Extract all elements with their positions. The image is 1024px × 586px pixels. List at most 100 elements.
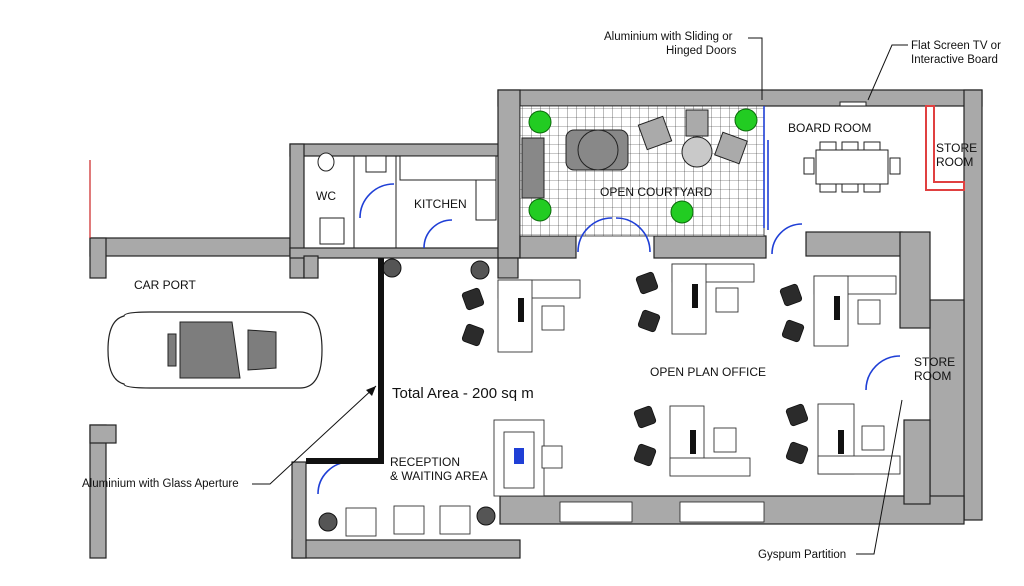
leader-flat-screen: [867, 44, 908, 101]
waiting-chair: [393, 505, 425, 535]
plant-icon: [476, 506, 496, 526]
store-partition-bottom: [903, 419, 931, 505]
note-partition: Gyspum Partition: [758, 549, 846, 561]
kitchen-sink: [475, 179, 497, 221]
plant-icon: [318, 512, 338, 532]
room-label-store-top-2: ROOM: [936, 155, 973, 169]
courtyard-furniture: [521, 109, 748, 199]
courtyard-bench: [521, 137, 545, 199]
round-table: [577, 129, 619, 171]
courtyard-door-1: [577, 217, 613, 253]
plant-icon: [528, 198, 552, 222]
arrow-head: [366, 386, 376, 396]
lounge-chair-3: [714, 131, 748, 165]
store-room-shelf: [925, 105, 965, 191]
desk: [813, 275, 849, 347]
room-label-car-port: CAR PORT: [134, 278, 196, 292]
room-label-reception-1: RECEPTION: [390, 455, 460, 469]
office-chair: [715, 287, 739, 313]
room-label-wc: WC: [316, 189, 336, 203]
plant-icon: [734, 108, 758, 132]
reception-door: [317, 461, 351, 495]
plant-icon: [670, 200, 694, 224]
room-label-open-plan-office: OPEN PLAN OFFICE: [650, 365, 766, 379]
courtyard-bottom-wall-b: [653, 235, 767, 259]
walls: [89, 89, 983, 559]
waiting-chair: [439, 505, 471, 535]
office-chair: [713, 427, 737, 453]
carport-top-wall: [89, 237, 291, 257]
wc-outer-left: [289, 143, 305, 279]
total-area-label: Total Area - 200 sq m: [392, 385, 534, 402]
reception-south-wall: [291, 539, 521, 559]
carport-bottom-wall: [89, 424, 107, 559]
south-window-1: [559, 501, 633, 523]
leader-glass-aperture: [252, 385, 377, 485]
sink-icon: [365, 155, 387, 173]
office-desks: [497, 263, 901, 477]
plants: [318, 108, 758, 532]
plant-icon: [528, 110, 552, 134]
store-partition-top: [899, 231, 931, 329]
carport-bottom-wall-cap: [89, 424, 117, 444]
office-chair: [857, 299, 881, 325]
note-glass-aperture: Aluminium with Glass Aperture: [82, 478, 239, 490]
glass-aperture-return: [306, 458, 384, 464]
courtyard-left-wall: [497, 89, 521, 259]
courtyard-door-2: [615, 217, 651, 253]
desk: [669, 457, 751, 477]
wc-bottom: [289, 247, 501, 259]
board-table: [815, 149, 889, 185]
flat-screen-icon: [839, 101, 867, 107]
lounge-chair-2: [685, 109, 709, 137]
office-left-wall: [497, 257, 519, 279]
note-sliding-doors-2: Hinged Doors: [666, 45, 737, 57]
east-wall-lower: [929, 299, 965, 521]
side-table: [681, 136, 713, 168]
note-flat-screen-1: Flat Screen TV or: [911, 40, 1001, 52]
room-label-store-right-2: ROOM: [914, 369, 951, 383]
desk: [497, 279, 533, 353]
south-window-2: [679, 501, 765, 523]
note-flat-screen-2: Interactive Board: [911, 54, 998, 66]
waiting-chair: [345, 507, 377, 537]
reception-furniture: [345, 419, 563, 537]
room-label-store-top-1: STORE: [936, 141, 977, 155]
room-label-store-right-1: STORE: [914, 355, 955, 369]
lounge-chair-1: [637, 115, 673, 151]
leader-sliding-doors: [748, 37, 763, 100]
room-label-reception-2: & WAITING AREA: [390, 469, 488, 483]
room-label-open-courtyard: OPEN COURTYARD: [600, 185, 713, 199]
office-chair: [541, 305, 565, 331]
plant-icon: [470, 260, 490, 280]
note-sliding-doors-1: Aluminium with Sliding or: [604, 31, 733, 43]
glass-aperture: [378, 258, 384, 462]
office-chair: [861, 425, 885, 451]
wc-kitchen-fixtures: [317, 152, 901, 495]
kitchen-counter: [399, 155, 497, 181]
desk: [671, 263, 707, 335]
store-door: [865, 355, 901, 391]
carport-top-wall-end: [89, 237, 107, 279]
wc-basin: [319, 217, 345, 245]
wc-pillar: [303, 255, 319, 279]
leader-partition: [856, 399, 903, 555]
computer-icon: [514, 448, 524, 464]
wc-door: [359, 183, 395, 219]
guest-chairs: [461, 271, 809, 467]
kitchen-door: [423, 219, 453, 249]
toilet-icon: [317, 152, 335, 172]
boardroom-door: [771, 223, 803, 255]
room-label-board-room: BOARD ROOM: [788, 121, 871, 135]
boardroom-furniture: [803, 101, 901, 193]
reception-chair: [541, 445, 563, 469]
courtyard-bottom-wall-a: [519, 235, 577, 259]
room-label-kitchen: KITCHEN: [414, 197, 467, 211]
desk: [817, 455, 901, 475]
reception-left-wall: [291, 461, 307, 559]
car-icon: [107, 311, 323, 389]
boardroom-bottom-wall: [805, 231, 903, 257]
plant-icon: [382, 258, 402, 278]
north-wall: [497, 89, 983, 107]
